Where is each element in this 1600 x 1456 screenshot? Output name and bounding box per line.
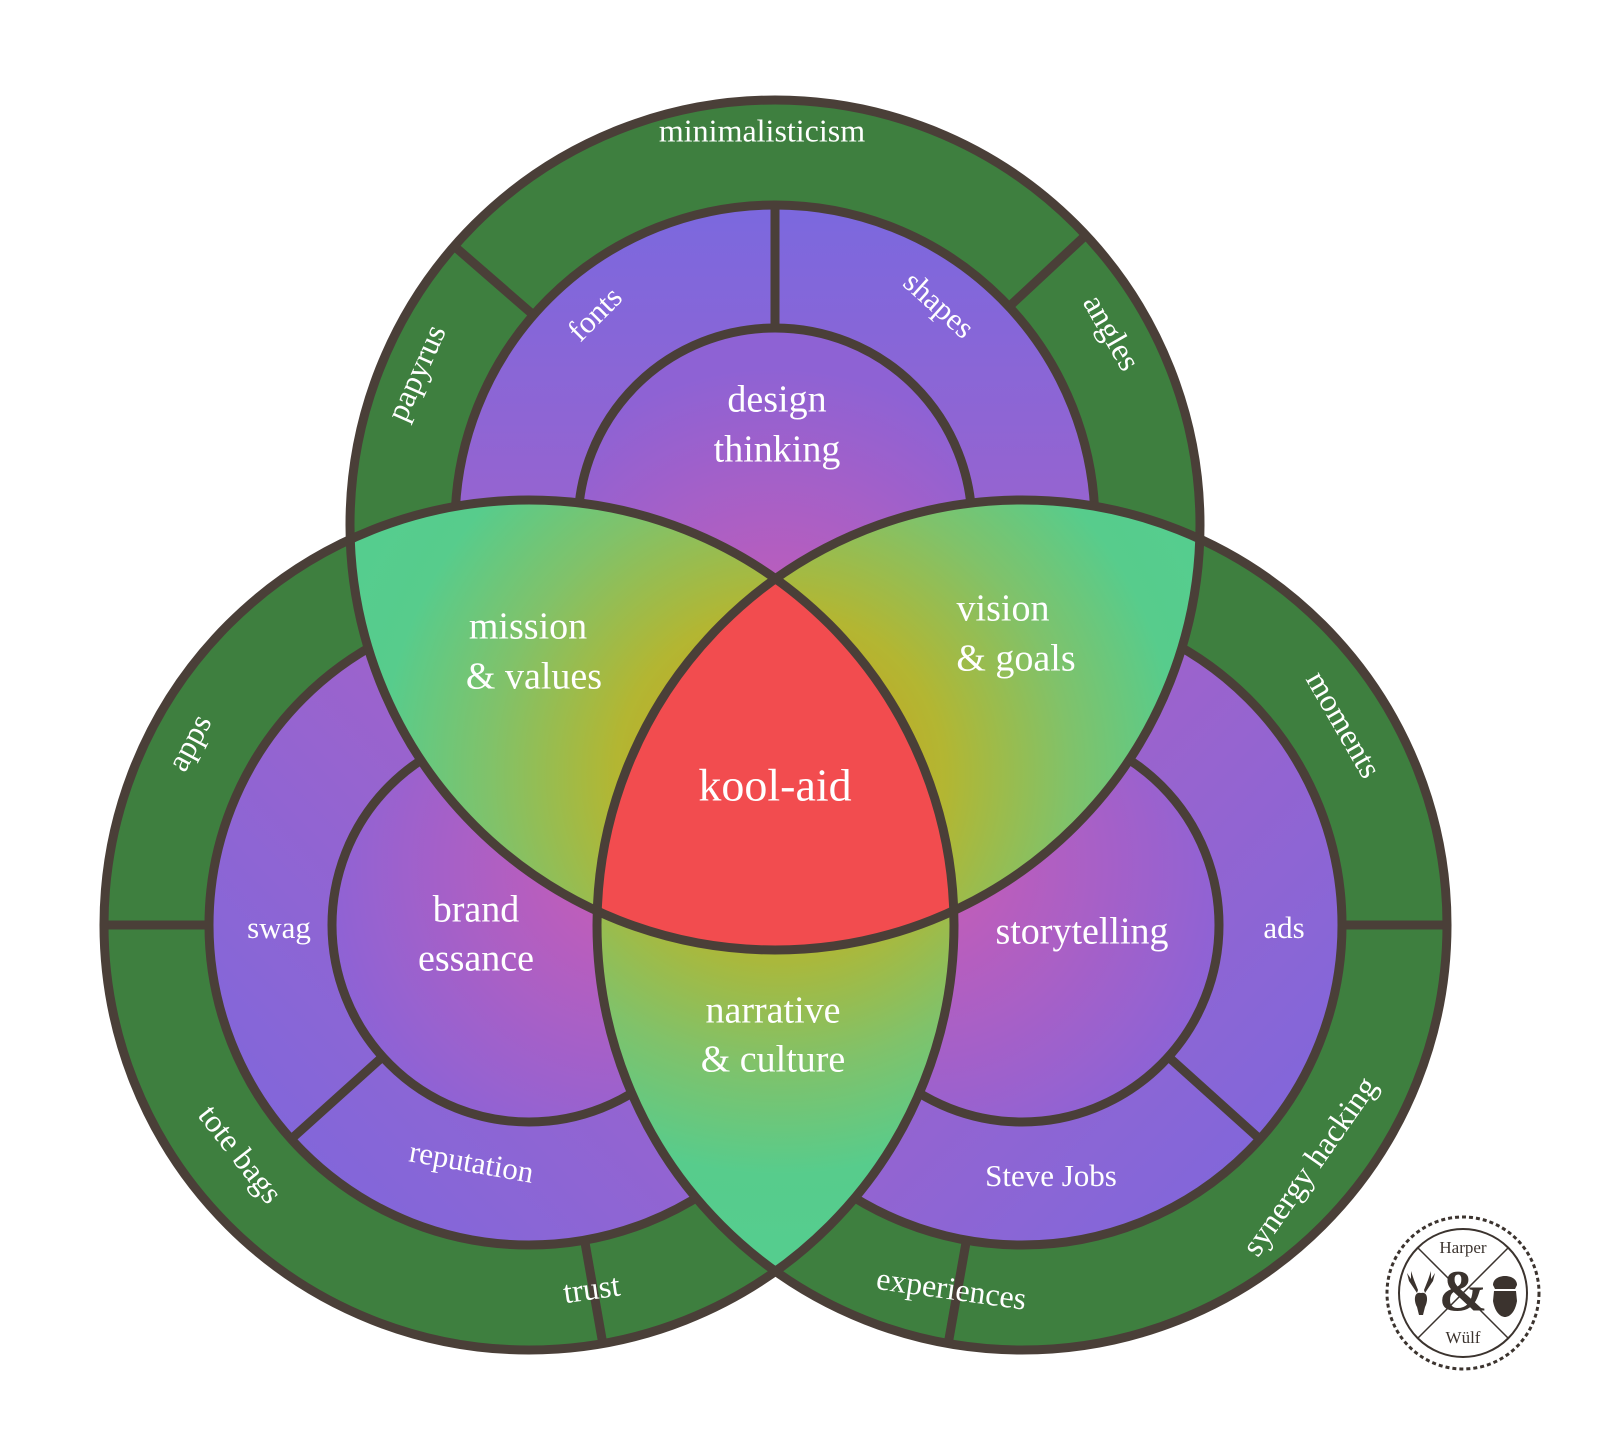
top-outer-outline <box>345 95 1205 955</box>
right-mid-divider <box>1163 1052 1265 1144</box>
top-outer-divider-right <box>1004 230 1091 312</box>
harper-wulf-logo: Harper & Wülf <box>1385 1215 1541 1371</box>
left-outer-outline <box>99 495 959 1355</box>
left-mid-divider <box>286 1052 388 1144</box>
mid-label-swag: swag <box>247 910 311 945</box>
top-outer-divider-left <box>449 241 538 320</box>
core-label-brand-essance-line1: brand <box>433 889 520 931</box>
mid-label-ads: ads <box>1263 910 1304 945</box>
overlap-label-vision-goals-line2: & goals <box>956 638 1075 680</box>
overlap-labels: mission & values vision & goals narrativ… <box>466 588 1076 1081</box>
logo-top-text: Harper <box>1439 1238 1487 1257</box>
stag-head-icon <box>1407 1271 1435 1315</box>
center-label-kool-aid: kool-aid <box>698 760 851 811</box>
core-label-brand-essance-line2: essance <box>418 938 534 980</box>
overlap-label-mission-values-line2: & values <box>466 656 602 698</box>
right-outer-divider-bottom <box>943 1237 972 1347</box>
logo-bottom-text: Wülf <box>1446 1328 1481 1347</box>
left-outer-divider-bottom <box>579 1237 608 1347</box>
overlap-label-narrative-culture-line2: & culture <box>701 1039 846 1081</box>
core-label-storytelling: storytelling <box>995 911 1168 953</box>
core-label-design-thinking-line2: thinking <box>714 429 841 471</box>
outer-label-minimalisticism: minimalisticism <box>659 112 865 148</box>
right-outer-outline <box>592 495 1452 1355</box>
core-label-design-thinking-line1: design <box>727 379 826 421</box>
mid-label-steve-jobs: Steve Jobs <box>985 1158 1117 1193</box>
bearded-man-icon <box>1493 1276 1517 1317</box>
outer-label-trust: trust <box>561 1267 622 1311</box>
overlap-label-mission-values-line1: mission <box>469 606 587 648</box>
logo-cross-line <box>1417 1247 1509 1339</box>
overlap-label-narrative-culture-line1: narrative <box>705 990 840 1032</box>
logo-ampersand: & <box>1439 1258 1487 1323</box>
overlap-label-vision-goals-line1: vision <box>957 588 1050 630</box>
